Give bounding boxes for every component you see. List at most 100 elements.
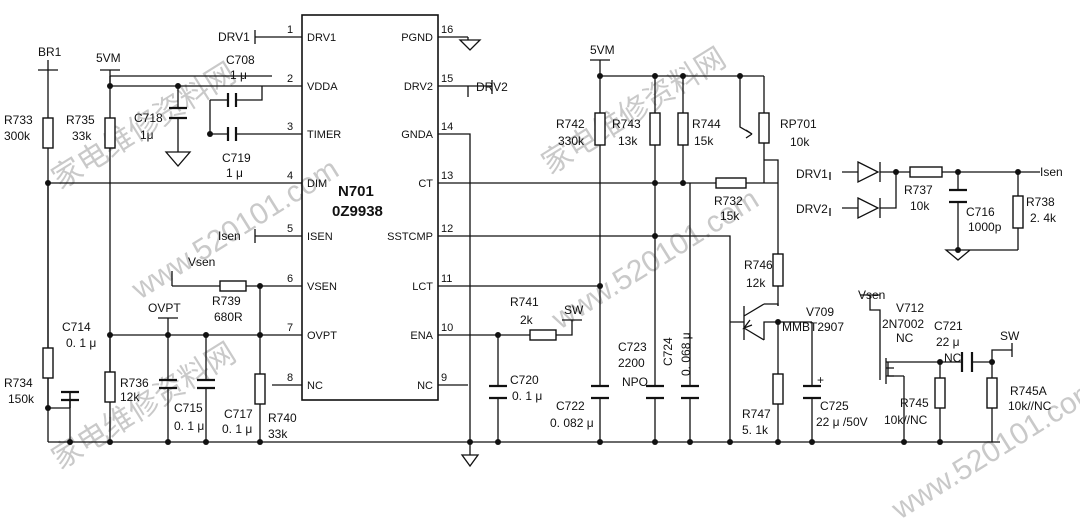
wiper-arrow-icon bbox=[745, 129, 753, 139]
junction-dot bbox=[597, 73, 603, 79]
ic-pin-name: GNDA bbox=[401, 129, 433, 141]
junction-dot bbox=[257, 439, 263, 445]
ic-pin-name: VSEN bbox=[307, 281, 337, 293]
val-r734: 150k bbox=[8, 392, 35, 406]
val-c721: 22 μ bbox=[936, 335, 960, 349]
val-c720: 0. 1 μ bbox=[512, 389, 542, 403]
ic-pin-number: 11 bbox=[441, 273, 452, 285]
ic-body bbox=[301, 14, 439, 401]
capacitor-c725 bbox=[803, 384, 821, 400]
junction-dot bbox=[937, 439, 943, 445]
ground-icon bbox=[164, 151, 192, 167]
ic-pin-name: DIM bbox=[307, 178, 327, 190]
val-r745a: 10k//NC bbox=[1008, 399, 1052, 413]
emitter-arrow-icon bbox=[742, 319, 753, 330]
junction-dot bbox=[67, 439, 73, 445]
val-r741: 2k bbox=[520, 313, 534, 327]
ic-pin-number: 13 bbox=[441, 170, 453, 182]
junction-dot bbox=[687, 439, 693, 445]
ref-r747: R747 bbox=[742, 407, 771, 421]
resistor-r736 bbox=[104, 371, 116, 403]
ic-pin-name: CT bbox=[418, 178, 433, 190]
ic-right-pin-stubs bbox=[438, 36, 468, 386]
val2-c723: NPO bbox=[622, 375, 648, 389]
diode-drv1 bbox=[857, 160, 881, 184]
junction-dot bbox=[727, 439, 733, 445]
ref-c708: C708 bbox=[226, 53, 255, 67]
ic-pin-name: VDDA bbox=[307, 81, 338, 93]
center-wires bbox=[458, 37, 1000, 468]
ic-pin-number: 5 bbox=[287, 223, 293, 235]
ref-c723: C723 bbox=[618, 340, 647, 354]
ic-pin-name: TIMER bbox=[307, 129, 341, 141]
signal-flags bbox=[829, 172, 880, 296]
ref-r734: R734 bbox=[4, 376, 33, 390]
junction-dot bbox=[937, 359, 943, 365]
val-c717: 0. 1 μ bbox=[222, 422, 252, 436]
ref-r740: R740 bbox=[268, 411, 297, 425]
ref-r745a: R745A bbox=[1010, 384, 1047, 398]
ref-c718: C718 bbox=[134, 111, 163, 125]
resistor-r741 bbox=[529, 329, 557, 341]
ic-pin-name: SSTCMP bbox=[387, 231, 433, 243]
junction-dot bbox=[207, 131, 213, 137]
ref-r733: R733 bbox=[4, 113, 33, 127]
val-v712: 2N7002 bbox=[882, 317, 924, 331]
ref-c714: C714 bbox=[62, 320, 91, 334]
junction-dot bbox=[652, 439, 658, 445]
val-r744: 15k bbox=[694, 134, 714, 148]
resistor-r743 bbox=[649, 112, 661, 146]
junction-dot bbox=[652, 73, 658, 79]
watermark-layer: 家电维修资料网 www.520101.com 家电维修资料网 www.52010… bbox=[46, 42, 1080, 520]
resistor-r746 bbox=[772, 253, 784, 287]
capacitor-c719 bbox=[226, 127, 238, 141]
junction-dot bbox=[107, 439, 113, 445]
val-r739: 680R bbox=[214, 310, 243, 324]
ic-pin-name: ISEN bbox=[307, 231, 333, 243]
ic-pin-name: DRV1 bbox=[307, 32, 336, 44]
resistor-r735 bbox=[104, 117, 116, 149]
mosfet-v712 bbox=[879, 358, 894, 384]
resistor-r740 bbox=[254, 373, 266, 405]
junction-dot bbox=[680, 180, 686, 186]
resistor-r738 bbox=[1012, 195, 1024, 229]
val-c722: 0. 082 μ bbox=[550, 416, 594, 430]
val-c723: 2200 bbox=[618, 356, 645, 370]
diode-drv2 bbox=[857, 196, 881, 220]
ref-v709: V709 bbox=[806, 305, 834, 319]
ic-left-pin-stubs bbox=[272, 36, 302, 386]
net-label-drv1: DRV1 bbox=[218, 30, 250, 44]
center-wiring: + bbox=[458, 37, 1000, 468]
capacitor-c723 bbox=[646, 384, 664, 400]
val-c724: 0. 068 μ bbox=[679, 332, 693, 376]
junction-dot bbox=[680, 73, 686, 79]
ic-pin-name: DRV2 bbox=[404, 81, 433, 93]
right-wiring bbox=[829, 160, 1040, 445]
junction-dot bbox=[257, 283, 263, 289]
val-r745: 10k//NC bbox=[884, 413, 928, 427]
junction-dot bbox=[737, 73, 743, 79]
junction-dot bbox=[175, 83, 181, 89]
resistor-r732 bbox=[715, 177, 747, 189]
val-r747: 5. 1k bbox=[742, 423, 769, 437]
net-label-5vm-left: 5VM bbox=[96, 51, 121, 65]
resistor-r744 bbox=[677, 112, 689, 146]
polarity-plus-icon: + bbox=[817, 373, 824, 387]
ic-n701: N701 0Z9938 1DRV12VDDA3TIMER4DIM5ISEN6VS… bbox=[272, 14, 468, 401]
junction-dot bbox=[1015, 169, 1021, 175]
val-r742: 330k bbox=[558, 134, 585, 148]
val2-v712: NC bbox=[896, 331, 914, 345]
capacitor-c708 bbox=[226, 93, 238, 107]
ic-pin-number: 6 bbox=[287, 273, 293, 285]
ref-r739: R739 bbox=[212, 294, 241, 308]
ref-c715: C715 bbox=[174, 401, 203, 415]
net-label-sw: SW bbox=[564, 303, 584, 317]
ref-c719: C719 bbox=[222, 151, 251, 165]
ic-pin-number: 9 bbox=[441, 372, 447, 384]
ref-r742: R742 bbox=[556, 117, 585, 131]
transistor-v709 bbox=[730, 303, 765, 341]
net-label-vsen: Vsen bbox=[188, 255, 215, 269]
ref-r743: R743 bbox=[612, 117, 641, 131]
ref-c717: C717 bbox=[224, 407, 253, 421]
ref-r746: R746 bbox=[744, 258, 773, 272]
